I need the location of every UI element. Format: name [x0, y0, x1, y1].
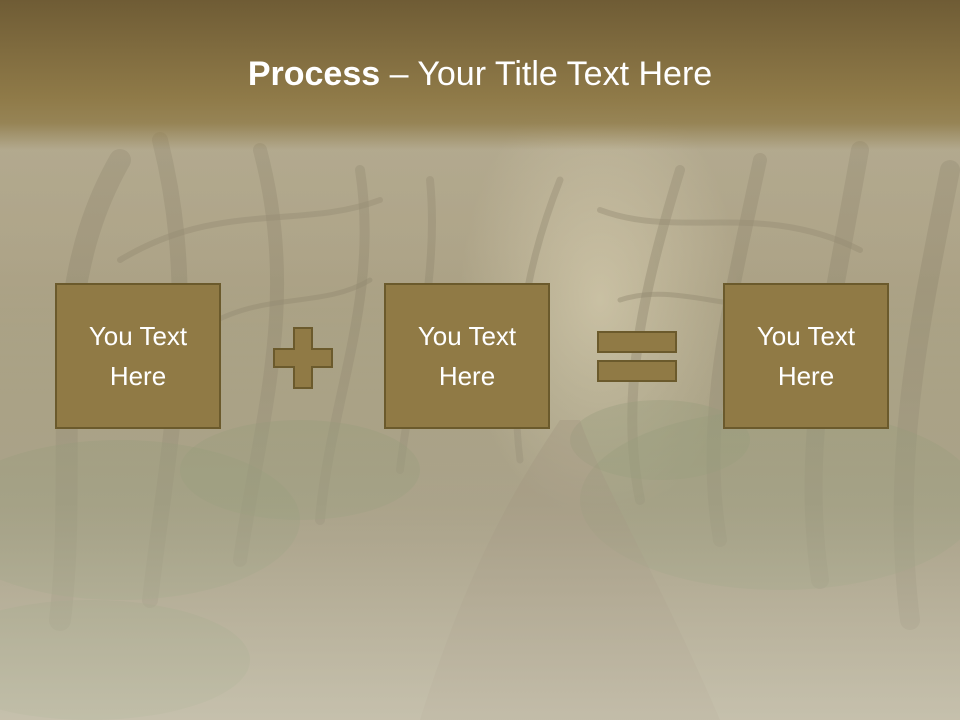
title-rest: Your Title Text Here [417, 55, 713, 93]
equals-icon [597, 331, 677, 382]
process-box-1-text: You Text Here [88, 321, 188, 391]
process-box-3-text: You Text Here [756, 321, 856, 391]
plus-icon [273, 327, 333, 389]
title-dash: – [380, 55, 418, 93]
process-box-2-text: You Text Here [417, 321, 517, 391]
process-box-1[interactable]: You Text Here [55, 283, 221, 429]
process-box-2[interactable]: You Text Here [384, 283, 550, 429]
title-bold: Process [247, 55, 381, 93]
process-box-3[interactable]: You Text Here [723, 283, 889, 429]
slide-title[interactable]: Process – Your Title Text Here [0, 52, 960, 96]
title-bar [0, 0, 960, 150]
